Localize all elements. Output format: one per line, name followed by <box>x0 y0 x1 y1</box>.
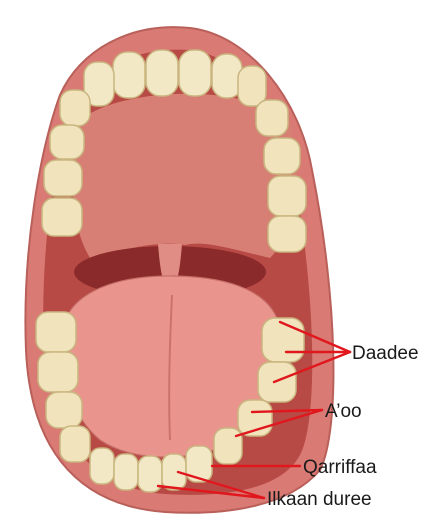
label-canines: Qarriffaa <box>303 457 377 478</box>
label-molars: Daadee <box>352 343 419 364</box>
open-mouth-teeth-icon <box>25 27 333 513</box>
label-incisors: Ilkaan duree <box>267 489 372 510</box>
label-premolars: A’oo <box>325 401 362 422</box>
